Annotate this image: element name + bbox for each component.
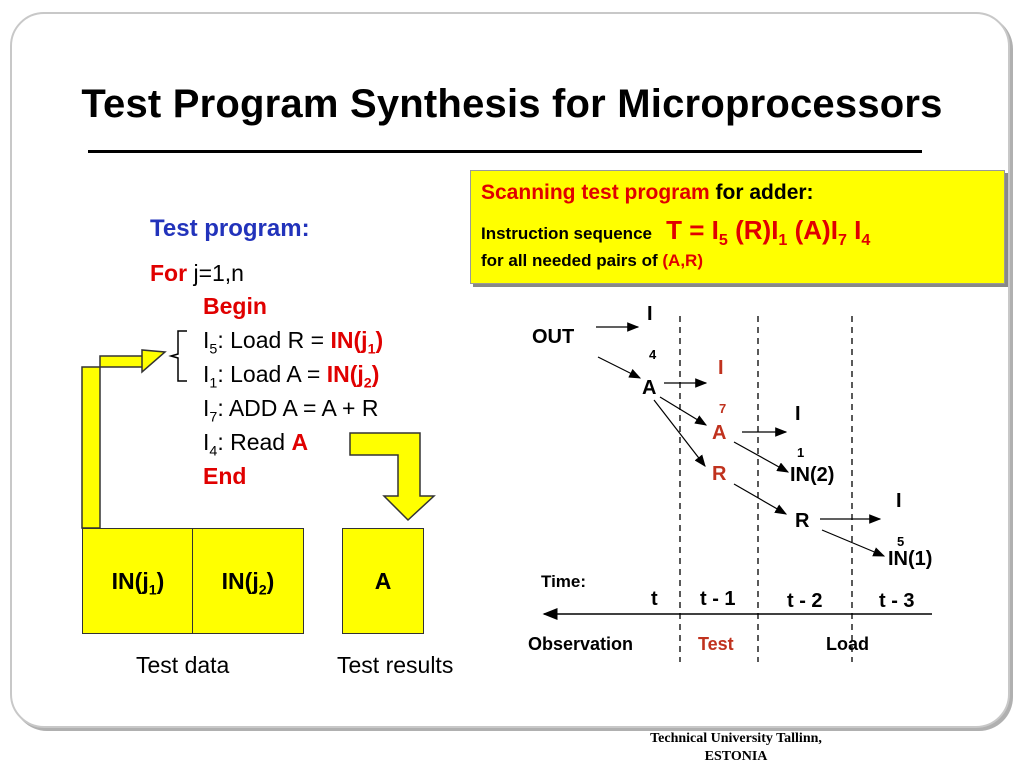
caption-test-results: Test results [337, 652, 454, 678]
phase-test: Test [698, 634, 734, 654]
line-i4-text: : Read [217, 429, 292, 455]
title-underline [88, 150, 922, 153]
in2-label: IN(2) [790, 464, 835, 486]
i4-subscript: 4 [649, 347, 657, 362]
phase-observation: Observation [528, 634, 634, 654]
i1-label: I [795, 403, 801, 425]
out-label: OUT [532, 326, 575, 348]
load-arrow [81, 349, 167, 529]
phase-load: Load [826, 634, 869, 654]
for-keyword: For [150, 260, 188, 286]
brace [168, 330, 187, 382]
end-keyword: End [203, 463, 247, 489]
a-label-2: A [712, 422, 727, 444]
i7-label: I [718, 357, 724, 379]
box-result-a: A [342, 528, 424, 634]
pairs-text: for all needed pairs of [481, 251, 663, 270]
scan-heading: Scanning test program for adder: [481, 181, 814, 205]
result-arrow [349, 432, 436, 522]
line-i4-value: A [291, 429, 309, 455]
i7-subscript: 7 [719, 401, 727, 416]
program-line-i1: I1: Load A = IN(j2) [203, 361, 380, 392]
tick-t-minus-3: t - 3 [879, 590, 915, 612]
seq-formula: T = I5 (R)I1 (A)I7 I4 [666, 215, 871, 250]
line-i7-text: : ADD A = A + R [217, 395, 379, 421]
for-range: j=1,n [187, 260, 244, 286]
pairs-red: (A,R) [662, 251, 703, 270]
program-for-line: For j=1,n [150, 260, 244, 287]
i5-subscript: 5 [897, 534, 905, 549]
caption-test-data: Test data [136, 652, 230, 678]
footer-line-1: Technical University Tallinn, [650, 731, 822, 746]
scan-sequence: Instruction sequence T = I5 (R)I1 (A)I7 … [481, 215, 870, 250]
line-i1-value: IN(j2) [326, 361, 380, 392]
tick-t-minus-1: t - 1 [700, 588, 736, 610]
scan-heading-black: for adder: [709, 181, 814, 204]
scan-pairs: for all needed pairs of (A,R) [481, 251, 703, 271]
scan-heading-red: Scanning test program [481, 181, 710, 204]
box-in-j1: IN(j1) [82, 528, 194, 634]
seq-label: Instruction sequence [481, 224, 652, 243]
i1-subscript: 1 [797, 445, 805, 460]
program-line-i4: I4: Read A [203, 429, 309, 460]
i4-label: I [647, 303, 653, 325]
footer: Technical University Tallinn, ESTONIA [598, 730, 874, 766]
box-in-j2: IN(j2) [192, 528, 304, 634]
line-i1-text: : Load A = [217, 361, 327, 387]
i5-label: I [896, 490, 902, 512]
line-i5-value: IN(j1) [330, 327, 384, 358]
tick-t-minus-2: t - 2 [787, 590, 823, 612]
footer-line-2: ESTONIA [704, 749, 768, 764]
a-label-1: A [642, 377, 657, 399]
begin-keyword: Begin [203, 293, 267, 319]
in1-label: IN(1) [888, 548, 933, 570]
tick-t: t [651, 588, 658, 610]
program-line-i7: I7: ADD A = A + R [203, 395, 379, 426]
r-label-2: R [795, 510, 810, 532]
scanning-test-box: Scanning test program for adder: Instruc… [470, 170, 1005, 284]
slide-title: Test Program Synthesis for Microprocesso… [81, 82, 943, 126]
r-label-1: R [712, 463, 727, 485]
time-label: Time: [541, 572, 587, 591]
line-i5-text: : Load R = [217, 327, 331, 353]
program-line-i5: I5: Load R = IN(j1) [203, 327, 384, 358]
program-title: Test program: [150, 215, 310, 242]
